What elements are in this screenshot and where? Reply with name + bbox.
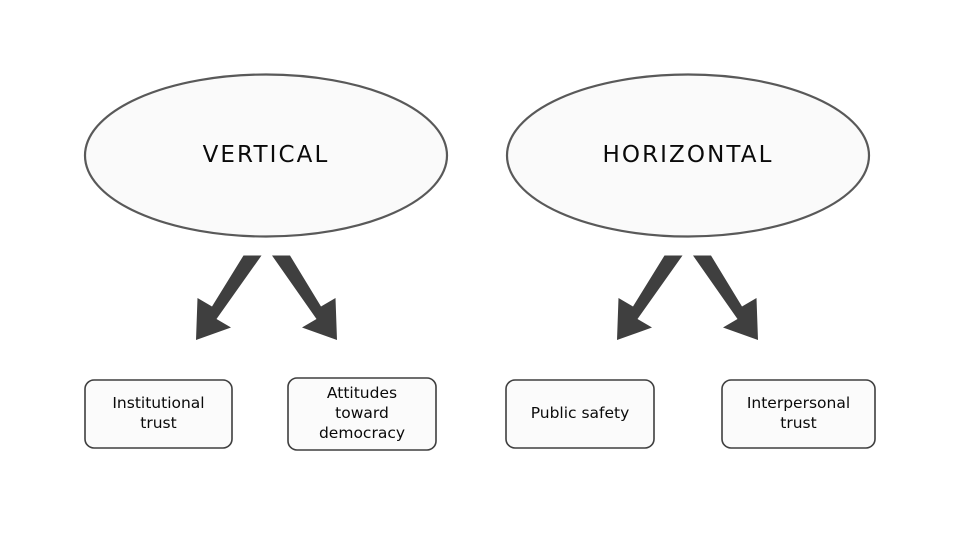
arrow-horizontal-to-interpersonal-trust	[693, 255, 758, 340]
block-arrow-icon	[617, 255, 683, 340]
arrow-vertical-to-attitudes-democracy	[272, 255, 337, 340]
block-arrow-icon	[272, 255, 337, 340]
box-interpersonal-trust[interactable]	[721, 379, 876, 449]
arrow-vertical-to-institutional-trust	[196, 255, 262, 340]
box-public-safety[interactable]	[505, 379, 655, 449]
block-arrow-icon	[196, 255, 262, 340]
box-institutional-trust[interactable]	[84, 379, 233, 449]
ellipse-horizontal[interactable]	[505, 73, 871, 238]
arrow-horizontal-to-public-safety	[617, 255, 683, 340]
ellipse-vertical[interactable]	[83, 73, 449, 238]
box-attitudes-toward-democracy[interactable]	[287, 377, 437, 451]
block-arrow-icon	[693, 255, 758, 340]
